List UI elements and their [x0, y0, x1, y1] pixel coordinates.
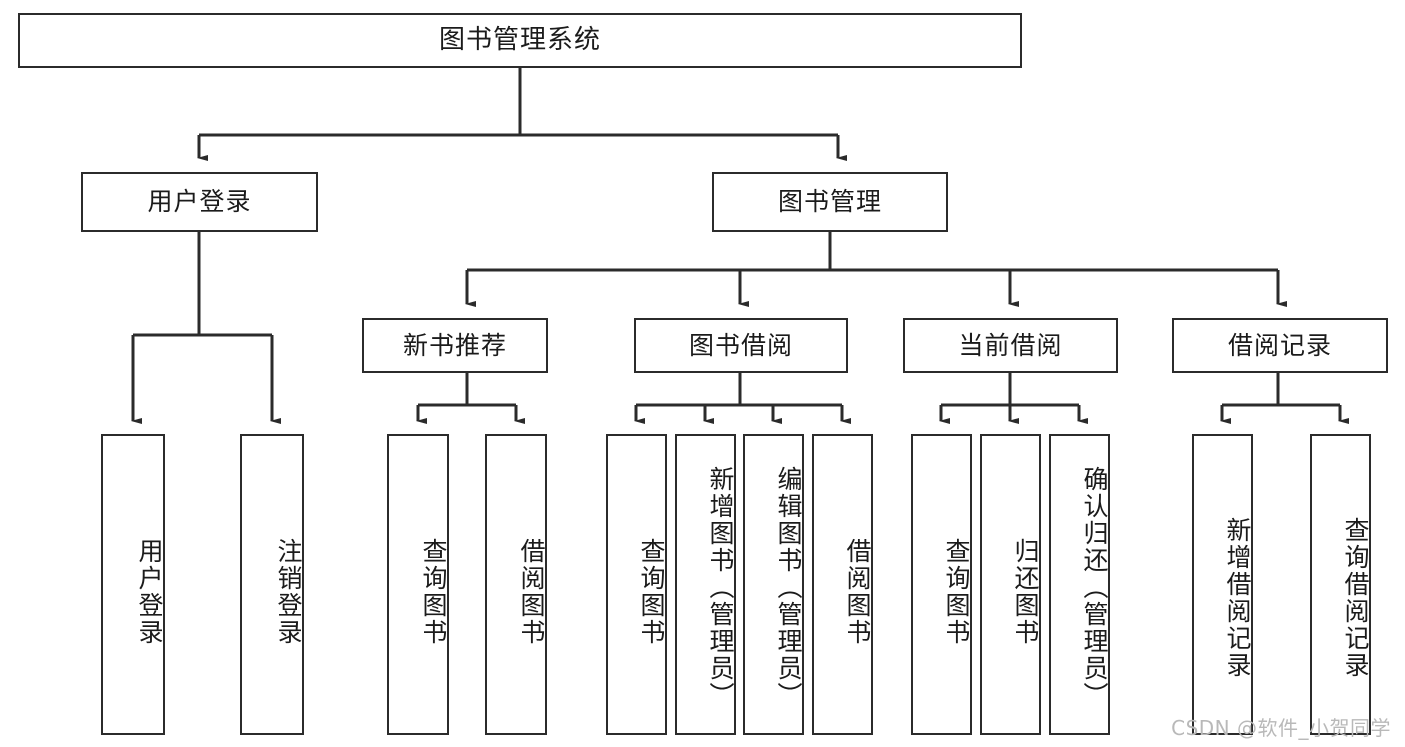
leaf-borrow-book[interactable]: 借阅图书 [812, 434, 873, 735]
node-label: 编辑图书（管理员） [774, 466, 803, 709]
node-label: 新增借阅记录 [1223, 516, 1252, 679]
node-label: 图书借阅 [688, 330, 793, 360]
node-label: 借阅图书 [517, 537, 546, 646]
node-label: 用户登录 [147, 187, 252, 217]
node-borrow-record[interactable]: 借阅记录 [1172, 318, 1388, 373]
node-label: 注销登录 [274, 537, 303, 646]
node-label: 查询图书 [419, 537, 448, 646]
node-label: 查询借阅记录 [1341, 516, 1370, 679]
node-root-library-system[interactable]: 图书管理系统 [18, 13, 1022, 68]
node-book-management[interactable]: 图书管理 [712, 172, 948, 232]
leaf-confirm-return[interactable]: 确认归还（管理员） [1049, 434, 1110, 735]
node-label: 新增图书（管理员） [706, 466, 735, 709]
leaf-borrow-book-recommend[interactable]: 借阅图书 [485, 434, 547, 735]
node-label: 借阅记录 [1227, 330, 1332, 360]
node-label: 归还图书 [1011, 537, 1040, 646]
node-label: 查询图书 [637, 537, 666, 646]
node-new-book-recommend[interactable]: 新书推荐 [362, 318, 548, 373]
node-label: 用户登录 [135, 537, 164, 646]
watermark: CSDN @软件_小贺同学 [1171, 716, 1391, 740]
leaf-add-book[interactable]: 新增图书（管理员） [675, 434, 736, 735]
leaf-edit-book[interactable]: 编辑图书（管理员） [743, 434, 804, 735]
leaf-logout-login[interactable]: 注销登录 [240, 434, 304, 735]
node-label: 图书管理系统 [438, 25, 601, 56]
node-book-borrow[interactable]: 图书借阅 [634, 318, 848, 373]
node-user-login[interactable]: 用户登录 [81, 172, 318, 232]
node-label: 确认归还（管理员） [1080, 466, 1109, 709]
leaf-user-login[interactable]: 用户登录 [101, 434, 165, 735]
node-label: 借阅图书 [843, 537, 872, 646]
leaf-query-book-borrow[interactable]: 查询图书 [606, 434, 667, 735]
node-label: 当前借阅 [958, 330, 1063, 360]
leaf-add-borrow-record[interactable]: 新增借阅记录 [1192, 434, 1253, 735]
node-label: 新书推荐 [402, 330, 507, 360]
leaf-query-book-current[interactable]: 查询图书 [911, 434, 972, 735]
leaf-query-book-recommend[interactable]: 查询图书 [387, 434, 449, 735]
node-current-borrow[interactable]: 当前借阅 [903, 318, 1118, 373]
leaf-return-book[interactable]: 归还图书 [980, 434, 1041, 735]
leaf-query-borrow-record[interactable]: 查询借阅记录 [1310, 434, 1371, 735]
node-label: 查询图书 [942, 537, 971, 646]
node-label: 图书管理 [777, 187, 882, 217]
